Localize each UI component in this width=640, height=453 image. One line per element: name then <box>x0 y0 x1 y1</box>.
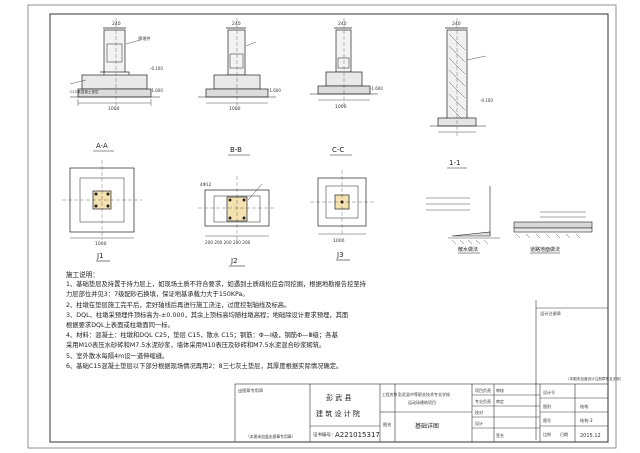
design-stamp-note: （本图未加盖设计注册章签名无效） <box>566 376 624 381</box>
tb-field-7: 2015.12 <box>580 433 601 439</box>
notes-line-9: 6、基础C15混凝土垫层以下部分根据现场情况再用2：8三七灰土垫层，其厚度根据实… <box>66 362 343 370</box>
dim-j2-segs: 200 200 200 200 200 <box>205 240 251 245</box>
construction-notes: 施工说明： 1、基础垫层及持置于持力层上，如现场土质不符合要求，如遇到土质疏松应… <box>66 270 526 372</box>
title-road: 道路地面做法 <box>530 246 560 253</box>
project-label: 工程名称 <box>382 392 397 397</box>
title-waterproof: 散水做法 <box>458 246 478 253</box>
stamp-note: （本图未加盖出图章专用章） <box>246 434 295 439</box>
unit-name-top: 彭 武 县 <box>326 393 351 402</box>
section-bb <box>198 18 276 110</box>
tb-field-2: 结构 <box>580 403 588 410</box>
title-aa: A-A <box>96 142 108 150</box>
elev-cc-1: -1.600 <box>370 86 383 91</box>
tb-checker: 校对 <box>475 409 483 415</box>
detail-waterproof <box>426 186 500 245</box>
dim-cc-width: 1000 <box>335 104 347 110</box>
design-stamp-label: 设计注册章 <box>540 310 561 317</box>
drawing-name: 基础详图 <box>415 422 439 430</box>
tb-pro-lead: 专业负责 <box>475 398 491 404</box>
notes-line-8: 5、室外散水每隔4m设一道伸缩缝。 <box>66 352 169 360</box>
notes-line-1: 1、基础垫层及持置于持力层上，如现场土质不符合要求，如遇到土质疏松应会同挖掘，根… <box>66 281 366 289</box>
section-aa <box>69 18 160 110</box>
stamp-label: 出图章专用章 <box>238 387 263 394</box>
title-j1: J1 <box>96 252 104 260</box>
label-aa-c15: C15素混凝土垫层 <box>70 89 99 94</box>
elev-aa-2: -0.100 <box>150 66 163 71</box>
section-cc <box>310 18 378 108</box>
section-one <box>430 18 487 138</box>
tb-reviewer2: 审核 <box>496 387 504 393</box>
tb-approver: 审定 <box>496 398 504 404</box>
elev-aa-1: -1.600 <box>150 88 163 93</box>
detail-road <box>513 211 593 239</box>
cert-no: A221015317 <box>335 431 380 439</box>
title-j2: J2 <box>230 257 238 265</box>
notes-line-3: 2、柱墩在垫层施工完平后，定好轴线后再进行施工浇注，过度控制轴线及标高。 <box>66 301 291 309</box>
label-aa-ringbeam: 预埋件 <box>138 35 151 42</box>
dim-bb-top: 240 <box>232 21 241 27</box>
elev-one-1: -0.100 <box>480 98 493 103</box>
dim-j3-w: 1000 <box>333 238 345 244</box>
elev-bb-1: -1.600 <box>268 88 281 93</box>
project-name: 彭武县中等职业技术专业学校 <box>398 391 450 397</box>
unit-name: 建 筑 设 计 院 <box>316 409 360 418</box>
tb-field-6: 日期 <box>560 431 568 437</box>
notes-line-6: 4、材料：混凝土：柱墩和DQL C25，垫层 C15，散水 C15；钢筋：Φ—I… <box>66 332 338 340</box>
plan-j2 <box>198 176 276 240</box>
notes-line-4: 3、DQL、柱墩采预埋件顶标高为-±0.000，其余上顶标高均随柱墩高程；地础除… <box>66 311 349 319</box>
tb-designer: 设计 <box>475 420 483 426</box>
dim-j1-w: 1000 <box>95 241 107 247</box>
dim-one-top: 240 <box>452 21 461 27</box>
title-j3: J3 <box>336 251 344 259</box>
project-name2: 运动场建筑项目 <box>408 399 436 405</box>
notes-title: 施工说明： <box>66 271 99 279</box>
tb-field-1: 图别 <box>543 403 551 409</box>
plan-j1 <box>62 160 142 240</box>
notes-line-2: 力层部位并见3：7级配砂石换填，保证地基承载力大于150KPa。 <box>66 291 249 299</box>
tb-reviewer: 项目负责 <box>475 387 491 393</box>
label-j2-rebar: 4Φ12 <box>200 182 212 187</box>
tb-sig: 签名 <box>496 432 504 438</box>
tb-field-0: 设计号 <box>543 389 555 395</box>
dim-bb-width: 1000 <box>229 106 241 112</box>
dim-cc-top: 240 <box>338 21 347 27</box>
dim-aa-top: 240 <box>112 21 121 27</box>
notes-line-5: 根据要求DQL上表面或柱墩面同一标。 <box>66 322 174 330</box>
tb-field-3: 图号 <box>543 417 551 423</box>
tb-field-5: 比例 <box>543 431 551 437</box>
drawing-label: 图名 <box>383 421 391 428</box>
cert-label: 证书编号： <box>313 431 336 438</box>
title-block <box>234 383 609 443</box>
dim-aa-width: 1000 <box>108 106 120 112</box>
title-cc: C-C <box>332 146 344 154</box>
title-one: 1-1 <box>449 159 460 167</box>
title-bb: B-B <box>230 146 242 154</box>
plan-j3 <box>310 170 374 235</box>
tb-field-4: 结构-3 <box>580 417 593 424</box>
notes-line-7: 采用M10表压水砂砖和M7.5水泥砂浆，墙体采用M10表压及砂砖和M7.5水泥混… <box>66 342 326 350</box>
